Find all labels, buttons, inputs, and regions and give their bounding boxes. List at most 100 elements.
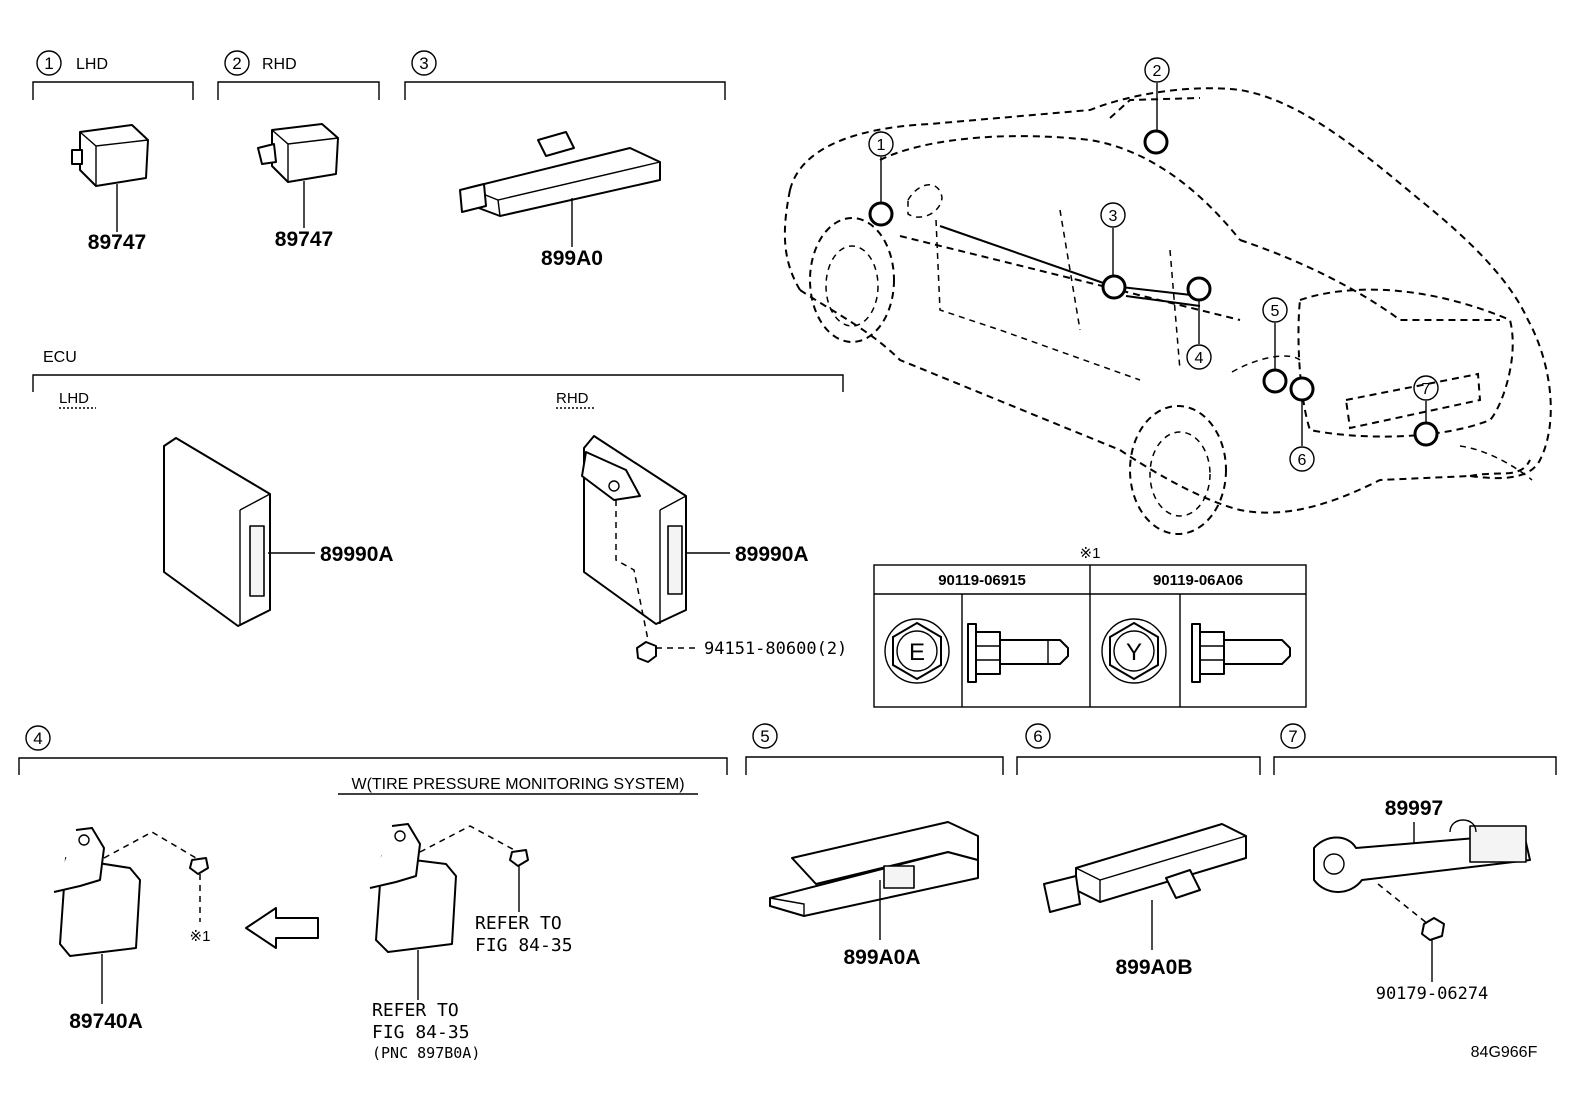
section-6-group: 6 899A0B (1016, 723, 1261, 979)
section-3-bracket (404, 81, 726, 100)
screw-left-icon (189, 857, 209, 875)
marker-3 (1101, 274, 1127, 300)
section-2-circle (224, 50, 250, 76)
marker-5 (1262, 368, 1288, 394)
section-7-number: 7 (1288, 727, 1297, 746)
ref-mark-left: ※1 (190, 928, 211, 945)
ecu-title: ECU (43, 349, 77, 366)
section-6-circle (1025, 723, 1051, 749)
refer-to-1b: FIG 84-35 (475, 935, 573, 956)
ecu-lhd-label: LHD (59, 390, 89, 407)
section-4-bracket (18, 757, 728, 775)
marker-4 (1186, 276, 1212, 302)
section-5-number: 5 (760, 727, 769, 746)
antenna-part-89997 (1313, 819, 1531, 893)
svg-text:E: E (909, 639, 925, 666)
part-number-89747-rhd: 89747 (275, 228, 333, 251)
marker-2 (1143, 129, 1169, 155)
section-7-bracket (1273, 756, 1557, 775)
nut-94151 (636, 641, 657, 663)
part-number-94151: 94151-80600(2) (704, 639, 847, 659)
marker-6 (1289, 376, 1315, 402)
vehicle-illustration (783, 87, 1552, 535)
part-number-899a0b: 899A0B (1115, 956, 1192, 979)
car-callouts: 1 2 3 4 5 6 7 (868, 57, 1439, 472)
callout-1: 1 (877, 137, 886, 154)
callout-7: 7 (1422, 381, 1431, 398)
section-2-group: 2 RHD 89747 (217, 50, 380, 251)
callout-3: 3 (1109, 208, 1118, 225)
section-3-number: 3 (419, 54, 428, 73)
section-6-bracket (1016, 756, 1261, 775)
part-number-899a0: 899A0 (541, 247, 603, 270)
section-4-group: 4 W(TIRE PRESSURE MONITORING SYSTEM) ※1 … (18, 725, 728, 1062)
car-roof-outline (789, 87, 1552, 480)
refer-to-1a: REFER TO (475, 913, 562, 934)
callout-4: 4 (1195, 350, 1204, 367)
bolt-table-mark: ※1 (1080, 545, 1101, 562)
section-1-number: 1 (44, 54, 53, 73)
marker-7 (1413, 421, 1439, 447)
part-number-89990a-lhd: 89990A (320, 543, 394, 566)
section-2-number: 2 (232, 54, 241, 73)
tpms-receiver-left (53, 827, 141, 957)
section-6-number: 6 (1033, 727, 1042, 746)
ecu-rhd-bolt-line (615, 500, 649, 641)
section-1-label: LHD (76, 56, 108, 73)
section-7-group: 7 89997 90179-06274 (1273, 723, 1557, 1004)
refer-to-2a: REFER TO (372, 1000, 459, 1021)
section-5-group: 5 899A0A (745, 723, 1004, 969)
section-5-bracket (745, 756, 1004, 775)
callout-6: 6 (1298, 452, 1307, 469)
antenna-part-899a0a (769, 821, 979, 917)
section-2-label: RHD (262, 56, 297, 73)
bolt-table-col1: 90119-06915 (938, 572, 1026, 589)
bolt-side-e-icon (967, 623, 1069, 683)
section-7-circle (1280, 723, 1306, 749)
antenna-part-899a0 (459, 131, 661, 217)
nut-90179-icon (1421, 917, 1445, 941)
antenna-part-899a0b (1043, 823, 1247, 913)
section-4-subtitle: W(TIRE PRESSURE MONITORING SYSTEM) (351, 776, 684, 793)
marker-1 (868, 201, 894, 227)
part-number-899a0a: 899A0A (843, 946, 920, 969)
section-2-bracket (217, 81, 380, 100)
figure-id: 84G966F (1471, 1044, 1538, 1061)
refer-to-2c: (PNC 897B0A) (372, 1044, 480, 1062)
tpms-right-bolt-line (419, 825, 519, 853)
arrow-left-icon (245, 907, 319, 949)
section-3-group: 3 899A0 (404, 50, 726, 270)
section-1-bracket (32, 81, 194, 100)
refer-to-2b: FIG 84-35 (372, 1022, 470, 1043)
part-number-89747-lhd: 89747 (88, 231, 146, 254)
relay-part-rhd (257, 123, 339, 183)
screw-right-icon (509, 849, 529, 867)
section-1-group: 1 LHD 89747 (32, 50, 194, 254)
bolt-head-y-icon: Y (1101, 618, 1167, 684)
ecu-lhd-part (163, 437, 271, 627)
car-location-markers (868, 129, 1439, 447)
tpms-receiver-right (369, 823, 457, 953)
part-number-90179: 90179-06274 (1376, 984, 1489, 1004)
section-4-circle (25, 725, 51, 751)
ecu-rhd-label: RHD (556, 390, 589, 407)
section-5-circle (752, 723, 778, 749)
bolt-side-y-icon (1191, 623, 1291, 683)
ecu-bracket (32, 374, 844, 392)
bolt-table-col2: 90119-06A06 (1153, 572, 1243, 589)
section-4-number: 4 (33, 729, 42, 748)
callout-5: 5 (1271, 303, 1280, 320)
bolt-table: ※1 90119-06915 90119-06A06 E Y (873, 545, 1307, 708)
ecu-rhd-part (581, 435, 687, 625)
section-1-circle (36, 50, 62, 76)
tpms-left-bolt-line (103, 831, 197, 859)
part-number-89990a-rhd: 89990A (735, 543, 809, 566)
callout-2: 2 (1153, 63, 1162, 80)
svg-text:Y: Y (1126, 639, 1142, 666)
relay-part-lhd (71, 124, 149, 187)
part-number-89997: 89997 (1385, 797, 1443, 820)
ecu-section: ECU LHD RHD 89990A 89990A (32, 349, 847, 663)
part-number-89740a: 89740A (69, 1010, 143, 1033)
bolt-head-e-icon: E (884, 618, 950, 684)
